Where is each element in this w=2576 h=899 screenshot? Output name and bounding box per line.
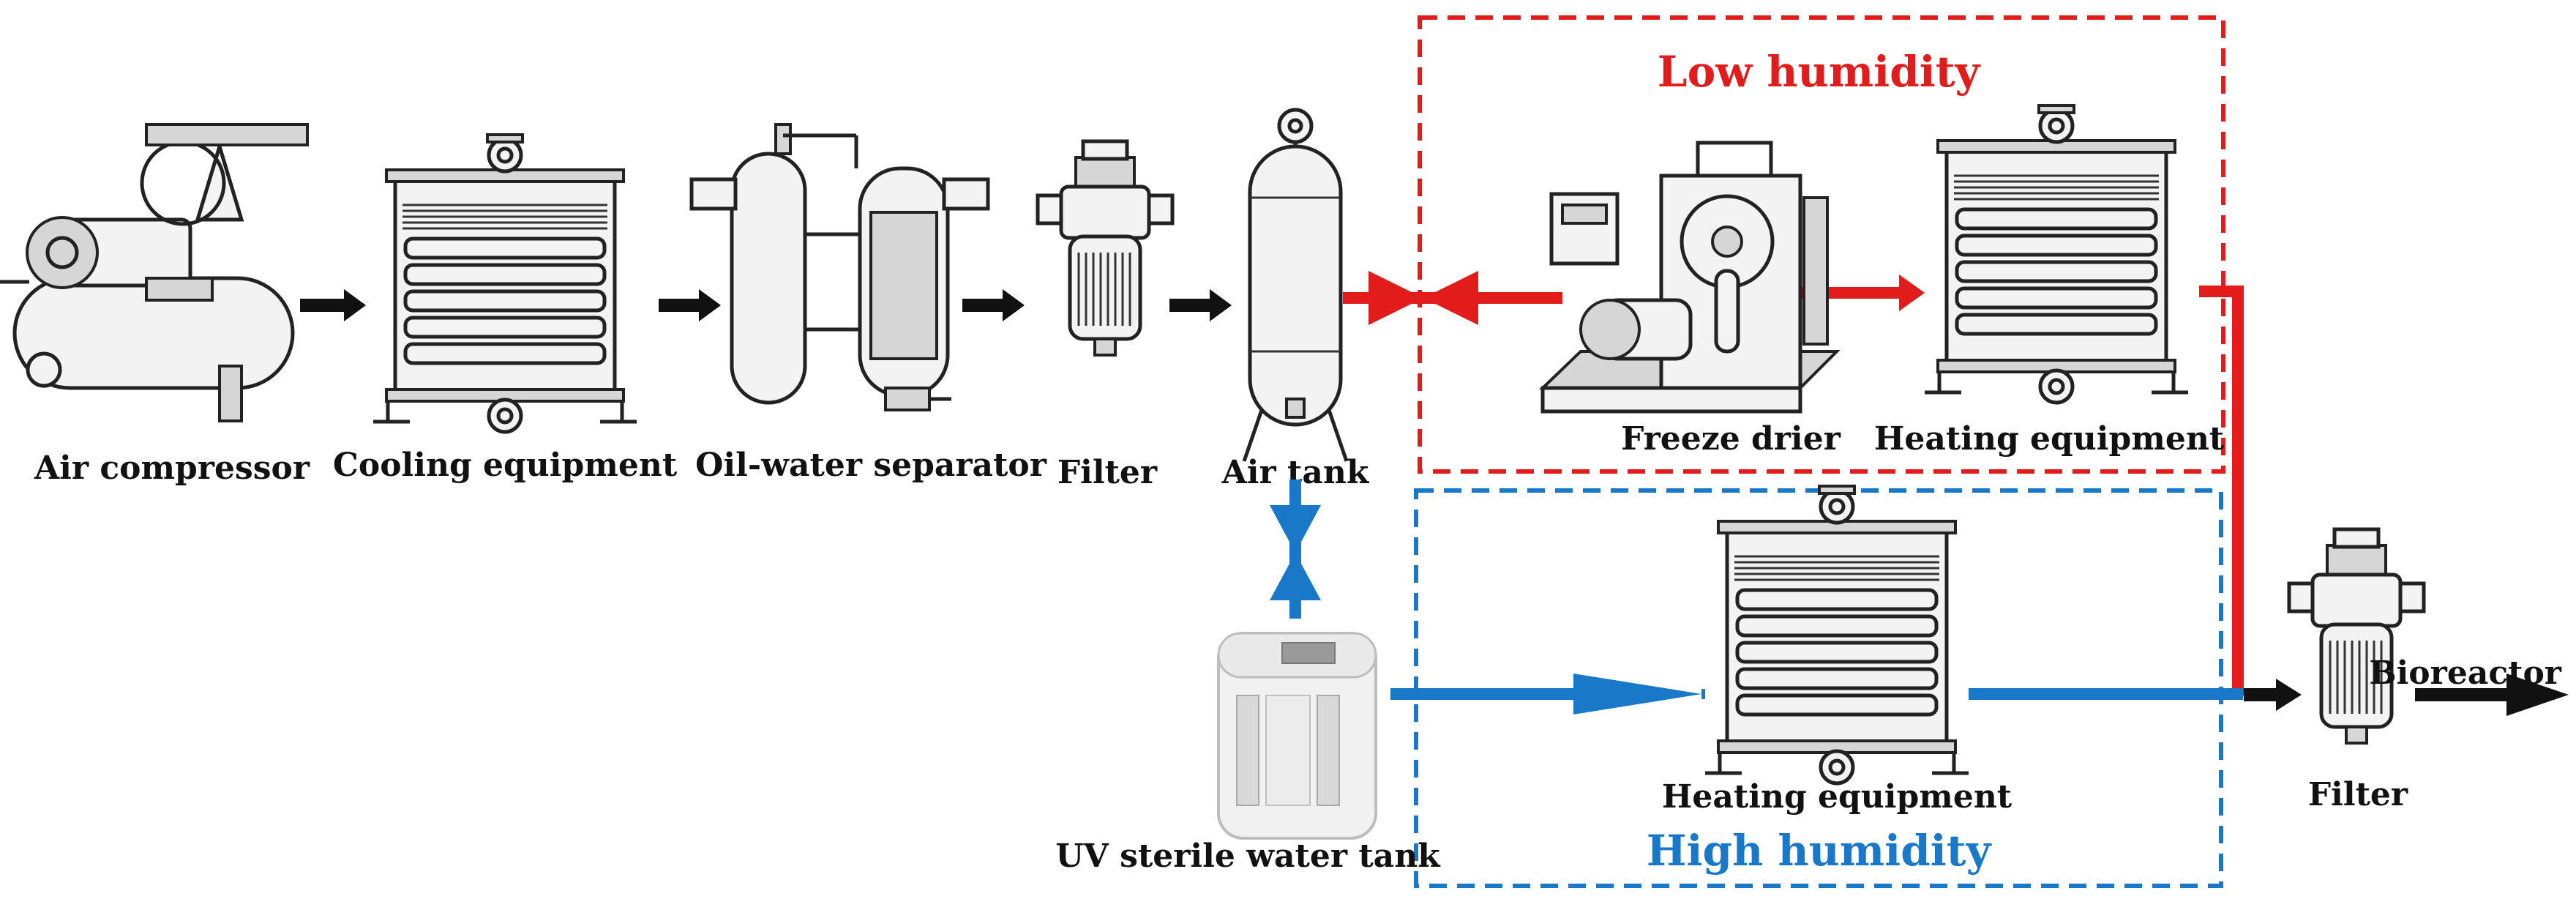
high-humidity-title: High humidity	[1647, 826, 1993, 876]
oil-water-separator-label: Oil-water separator	[695, 447, 1047, 484]
heating-equipment-low-icon	[1925, 105, 2188, 403]
main-flow-arrows	[300, 289, 1232, 321]
filter-1-label: Filter	[1057, 454, 1158, 491]
heating-equipment-high-icon	[1705, 486, 1969, 783]
uv-sterile-water-tank-icon	[1217, 632, 1377, 840]
air-compressor-label: Air compressor	[34, 450, 310, 487]
uv-sterile-water-tank-label: UV sterile water tank	[1055, 838, 1441, 875]
cooling-equipment-label: Cooling equipment	[333, 447, 678, 484]
air-tank-icon	[1242, 108, 1349, 462]
heating-equipment-high-label: Heating equipment	[1662, 778, 2012, 816]
outlet-flow-arrows	[2244, 674, 2569, 716]
freeze-drier-label: Freeze drier	[1621, 420, 1841, 458]
freeze-drier-icon	[1539, 141, 1841, 414]
filter-2-icon	[2289, 529, 2424, 743]
filter-1-icon	[1038, 141, 1172, 355]
filter-2-label: Filter	[2308, 776, 2408, 813]
low-humidity-zone	[1418, 15, 2225, 474]
heating-equipment-low-label: Heating equipment	[1874, 420, 2225, 458]
bioreactor-label: Bioreactor	[2369, 654, 2561, 692]
high-humidity-path	[1270, 480, 2243, 715]
cooling-equipment-icon	[373, 135, 637, 432]
low-humidity-title: Low humidity	[1658, 47, 1982, 97]
oil-water-separator-icon	[689, 123, 990, 411]
air-compressor-icon	[0, 123, 309, 422]
